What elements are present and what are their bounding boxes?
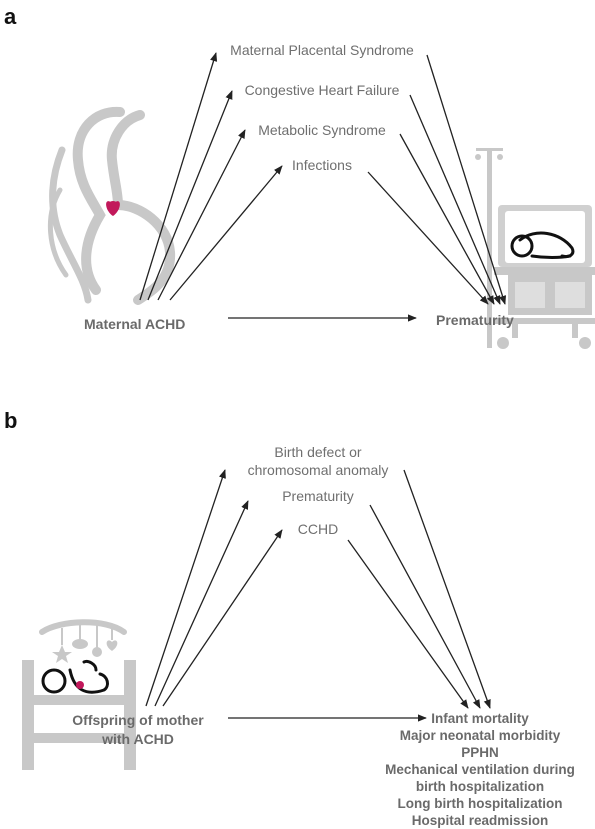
arrow-a-metabolic-to-outcome xyxy=(399,133,495,305)
incubator-icon xyxy=(475,148,595,349)
arrow-b-prematurity-to-outcome xyxy=(369,504,481,709)
outcome-birth-hospitalization: birth hospitalization xyxy=(415,779,545,794)
arrow-b-source-to-cchd xyxy=(162,529,283,707)
mediator-cchd: CCHD xyxy=(297,521,339,537)
arrow-b-source-to-prematurity xyxy=(154,500,249,707)
outcome-pphn: PPHN xyxy=(461,745,499,760)
arrow-a-source-to-chf xyxy=(147,90,233,301)
mediator-metabolic-syndrome: Metabolic Syndrome xyxy=(258,122,386,138)
arrow-b-cchd-to-outcome xyxy=(347,539,469,709)
mediator-maternal-placental-syndrome: Maternal Placental Syndrome xyxy=(230,42,414,58)
outcome-prematurity: Prematurity xyxy=(436,312,514,328)
outcome-long-birth-hospitalization: Long birth hospitalization xyxy=(397,796,563,811)
baby-icon xyxy=(41,660,109,694)
heart-icon xyxy=(76,681,84,689)
mediator-infections: Infections xyxy=(292,157,352,173)
source-offspring: Offspring of mother with ACHD xyxy=(72,712,204,747)
mediator-prematurity: Prematurity xyxy=(282,488,354,504)
pregnant-woman-icon xyxy=(47,106,176,305)
arrow-b-source-to-birth-defect xyxy=(145,469,226,707)
arrow-a-chf-to-outcome xyxy=(409,94,501,305)
arrow-a-source-to-infections xyxy=(169,165,283,301)
outcome-list: Infant mortality Major neonatal morbidit… xyxy=(372,710,588,829)
outcome-infant-mortality: Infant mortality xyxy=(431,711,529,726)
outcome-hospital-readmission: Hospital readmission xyxy=(411,813,549,828)
arrow-a-placental-to-outcome xyxy=(426,54,507,305)
arrow-a-infections-to-outcome xyxy=(367,171,489,305)
panel-a-letter: a xyxy=(4,4,17,29)
mediator-birth-defect: Birth defect or chromosomal anomaly xyxy=(247,444,389,478)
source-maternal-achd: Maternal ACHD xyxy=(84,316,186,332)
arrow-b-birth-defect-to-outcome xyxy=(403,469,491,709)
arrow-a-source-to-placental xyxy=(139,52,218,301)
outcome-mechanical-ventilation: Mechanical ventilation during xyxy=(385,762,575,777)
outcome-major-neonatal-morbidity: Major neonatal morbidity xyxy=(399,728,561,743)
arrow-a-source-to-metabolic xyxy=(157,129,246,301)
mobile-toy-icon xyxy=(39,619,127,663)
crib-icon xyxy=(22,660,136,770)
mediator-congestive-heart-failure: Congestive Heart Failure xyxy=(244,82,400,98)
heart-icon xyxy=(106,201,120,216)
baby-icon xyxy=(510,231,575,259)
panel-b-letter: b xyxy=(4,408,18,433)
